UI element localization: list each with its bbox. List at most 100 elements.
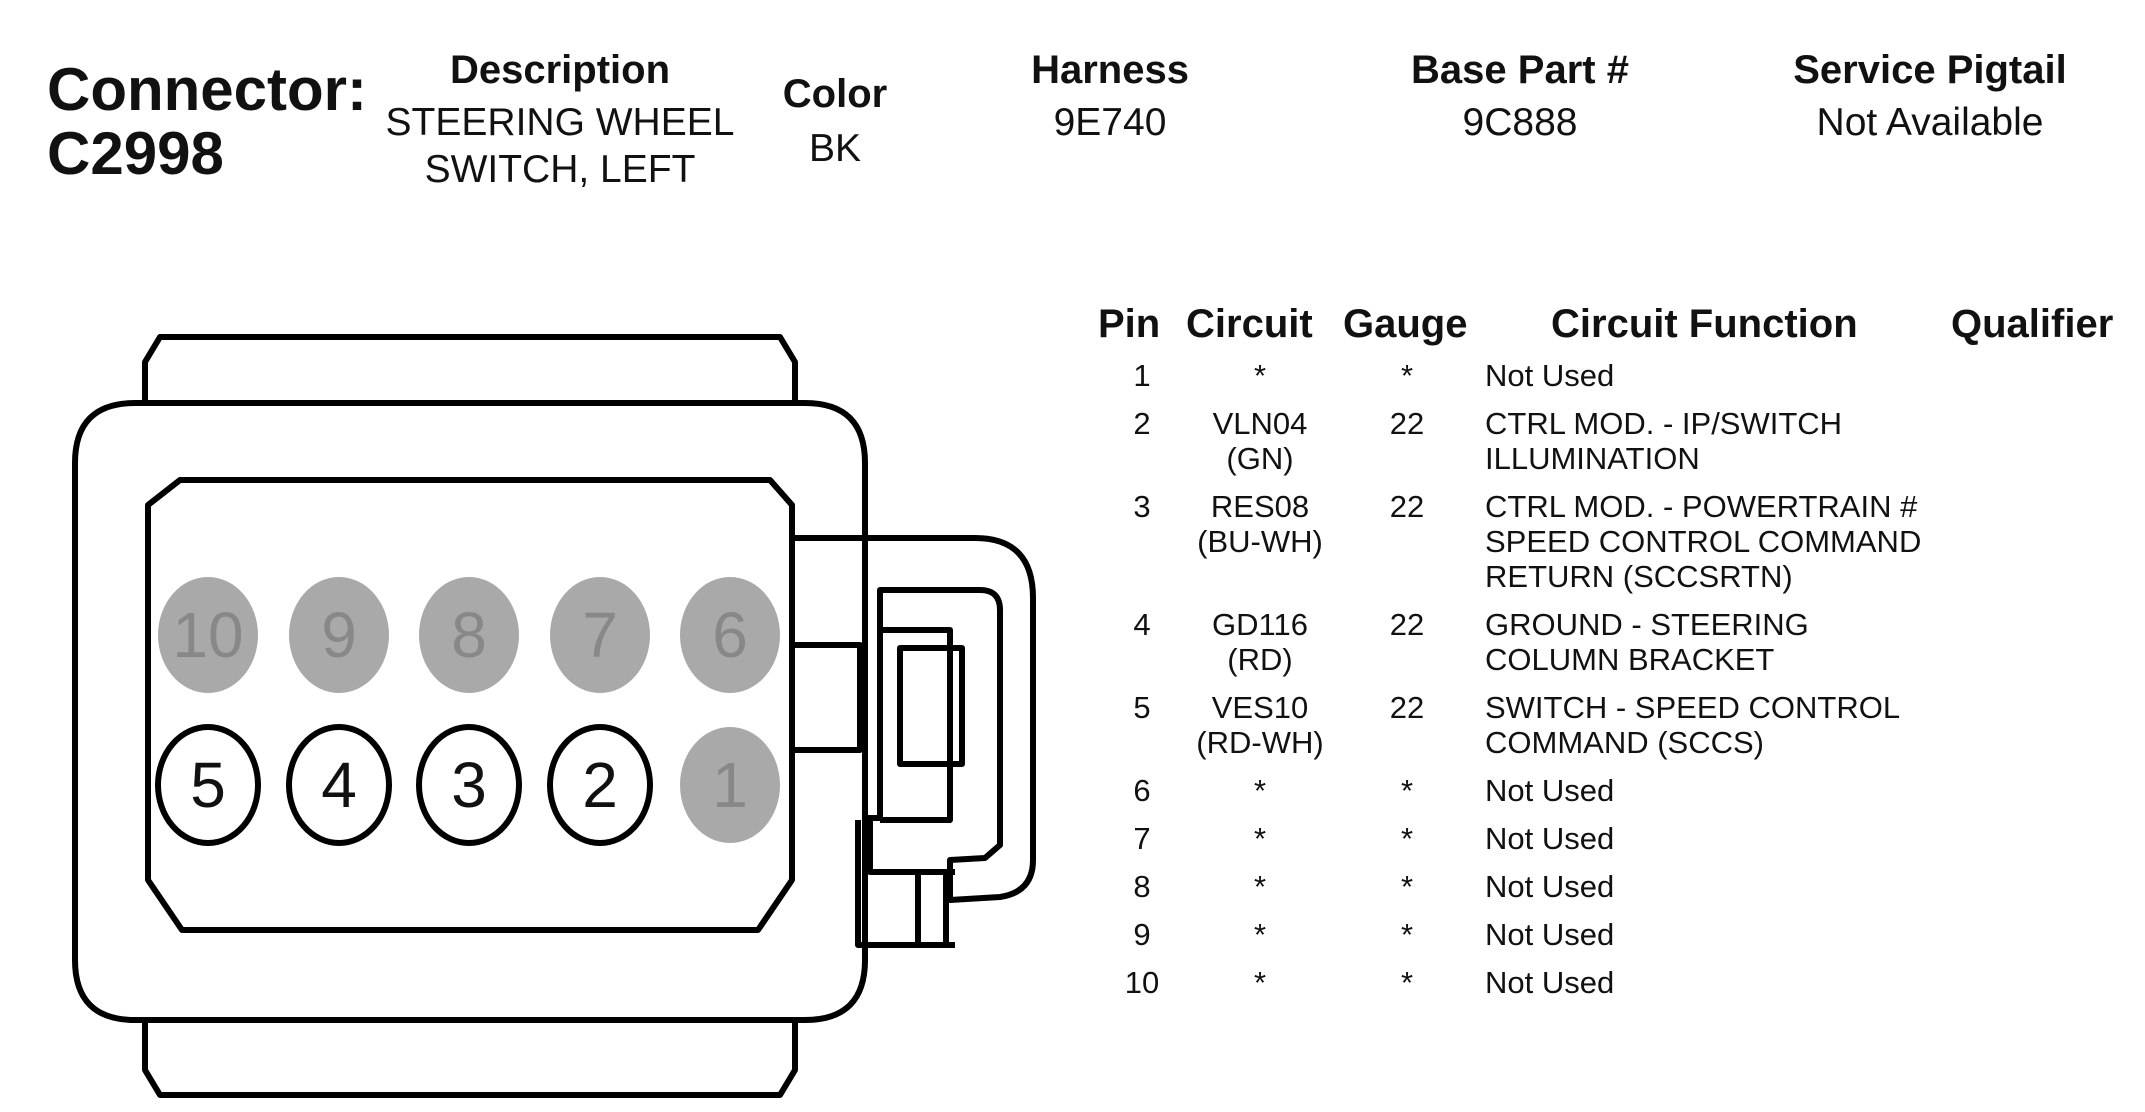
pin-8: 8 xyxy=(419,577,519,693)
description-block: Description STEERING WHEEL SWITCH, LEFT xyxy=(360,48,760,193)
row-gauge: * xyxy=(1400,821,1414,856)
pin-5: 5 xyxy=(155,724,261,846)
row-pin: 8 xyxy=(1133,869,1151,904)
pin-9: 9 xyxy=(289,577,389,693)
row-function: Not Used xyxy=(1485,869,1615,904)
latch-button xyxy=(897,645,965,767)
row-pin: 5 xyxy=(1133,690,1151,725)
connector-latch xyxy=(795,535,1036,903)
row-circuit: RES08(BU-WH) xyxy=(1197,489,1323,559)
row-gauge: * xyxy=(1400,358,1414,393)
color-block: Color BK xyxy=(755,72,915,172)
pin-1-label: 1 xyxy=(712,749,748,821)
row-pin: 2 xyxy=(1133,406,1151,441)
row-circuit: VLN04(GN) xyxy=(1212,406,1308,476)
pin-7: 7 xyxy=(550,577,650,693)
description-line-2: SWITCH, LEFT xyxy=(424,148,696,191)
row-circuit: * xyxy=(1253,869,1267,904)
connector-label: Connector: xyxy=(47,56,367,123)
pin-2: 2 xyxy=(547,724,653,846)
row-function: Not Used xyxy=(1485,358,1615,393)
base-part-block: Base Part # 9C888 xyxy=(1380,48,1660,146)
color-label: Color xyxy=(782,72,888,116)
row-gauge: 22 xyxy=(1389,489,1425,524)
row-gauge: * xyxy=(1400,773,1414,808)
pin-9-label: 9 xyxy=(321,599,357,671)
pin-3-socket xyxy=(416,724,522,846)
connector-cavity xyxy=(145,477,795,933)
harness-block: Harness 9E740 xyxy=(1000,48,1220,146)
pin-7-socket xyxy=(550,577,650,693)
latch-stem xyxy=(867,820,955,875)
pin-2-label: 2 xyxy=(582,749,618,821)
table-header-circuit: Circuit xyxy=(1186,302,1313,346)
row-gauge: 22 xyxy=(1389,607,1425,642)
pin-4-socket xyxy=(286,724,392,846)
pin-6-label: 6 xyxy=(712,599,748,671)
latch-inner xyxy=(880,627,953,823)
row-gauge: * xyxy=(1400,917,1414,952)
row-gauge: 22 xyxy=(1389,690,1425,725)
row-pin: 6 xyxy=(1133,773,1151,808)
pin-4-label: 4 xyxy=(321,749,357,821)
row-pin: 3 xyxy=(1133,489,1151,524)
harness-label: Harness xyxy=(1031,48,1189,92)
row-circuit: * xyxy=(1253,773,1267,808)
row-function: CTRL MOD. - POWERTRAIN #SPEED CONTROL CO… xyxy=(1485,489,1922,594)
pin-7-label: 7 xyxy=(582,599,618,671)
pin-8-label: 8 xyxy=(451,599,487,671)
row-pin: 9 xyxy=(1133,917,1151,952)
pin-4: 4 xyxy=(286,724,392,846)
connector-title: Connector: C2998 xyxy=(47,58,367,186)
base-part-value: 9C888 xyxy=(1462,101,1578,144)
pin-5-socket xyxy=(155,724,261,846)
row-gauge: * xyxy=(1400,869,1414,904)
row-circuit: VES10(RD-WH) xyxy=(1196,690,1324,760)
pin-5-label: 5 xyxy=(190,749,226,821)
row-circuit: * xyxy=(1253,917,1267,952)
connector-id: C2998 xyxy=(47,120,224,187)
pin-10: 10 xyxy=(158,577,258,693)
description-line-1: STEERING WHEEL xyxy=(385,101,735,144)
row-circuit: GD116(RD) xyxy=(1212,607,1308,677)
pin-3-label: 3 xyxy=(451,749,487,821)
pin-10-socket xyxy=(158,577,258,693)
pin-6-socket xyxy=(680,577,780,693)
connector-side-tab xyxy=(795,642,863,753)
description-label: Description xyxy=(449,48,671,92)
row-pin: 1 xyxy=(1133,358,1151,393)
row-pin: 10 xyxy=(1124,965,1160,1000)
pin-1-socket xyxy=(680,727,780,843)
pin-3: 3 xyxy=(416,724,522,846)
row-pin: 4 xyxy=(1133,607,1151,642)
pin-8-socket xyxy=(419,577,519,693)
pin-6: 6 xyxy=(680,577,780,693)
row-function: Not Used xyxy=(1485,821,1615,856)
row-function: Not Used xyxy=(1485,917,1615,952)
row-pin: 7 xyxy=(1133,821,1151,856)
row-gauge: * xyxy=(1400,965,1414,1000)
pigtail-label: Service Pigtail xyxy=(1793,48,2067,92)
row-circuit: * xyxy=(1253,821,1267,856)
latch-leg xyxy=(915,872,949,945)
color-value: BK xyxy=(808,127,862,170)
pin-9-socket xyxy=(289,577,389,693)
pin-10-label: 10 xyxy=(172,599,243,671)
pin-layer: 10 9 8 7 6 5 4 3 2 1 xyxy=(155,577,780,846)
pigtail-block: Service Pigtail Not Available xyxy=(1760,48,2100,146)
table-header-function: Circuit Function xyxy=(1551,302,1858,346)
table-header-pin: Pin xyxy=(1098,302,1161,346)
table-header-gauge: Gauge xyxy=(1343,302,1468,346)
row-function: Not Used xyxy=(1485,773,1615,808)
pin-2-socket xyxy=(547,724,653,846)
base-part-label: Base Part # xyxy=(1411,48,1629,92)
pigtail-value: Not Available xyxy=(1816,101,2044,144)
row-circuit: * xyxy=(1253,358,1267,393)
table-header-qualifier: Qualifier xyxy=(1951,302,2114,346)
connector-face-diagram: 10 9 8 7 6 5 4 3 2 1 xyxy=(72,334,1036,1098)
latch-bottom xyxy=(855,820,955,948)
row-function: Not Used xyxy=(1485,965,1615,1000)
